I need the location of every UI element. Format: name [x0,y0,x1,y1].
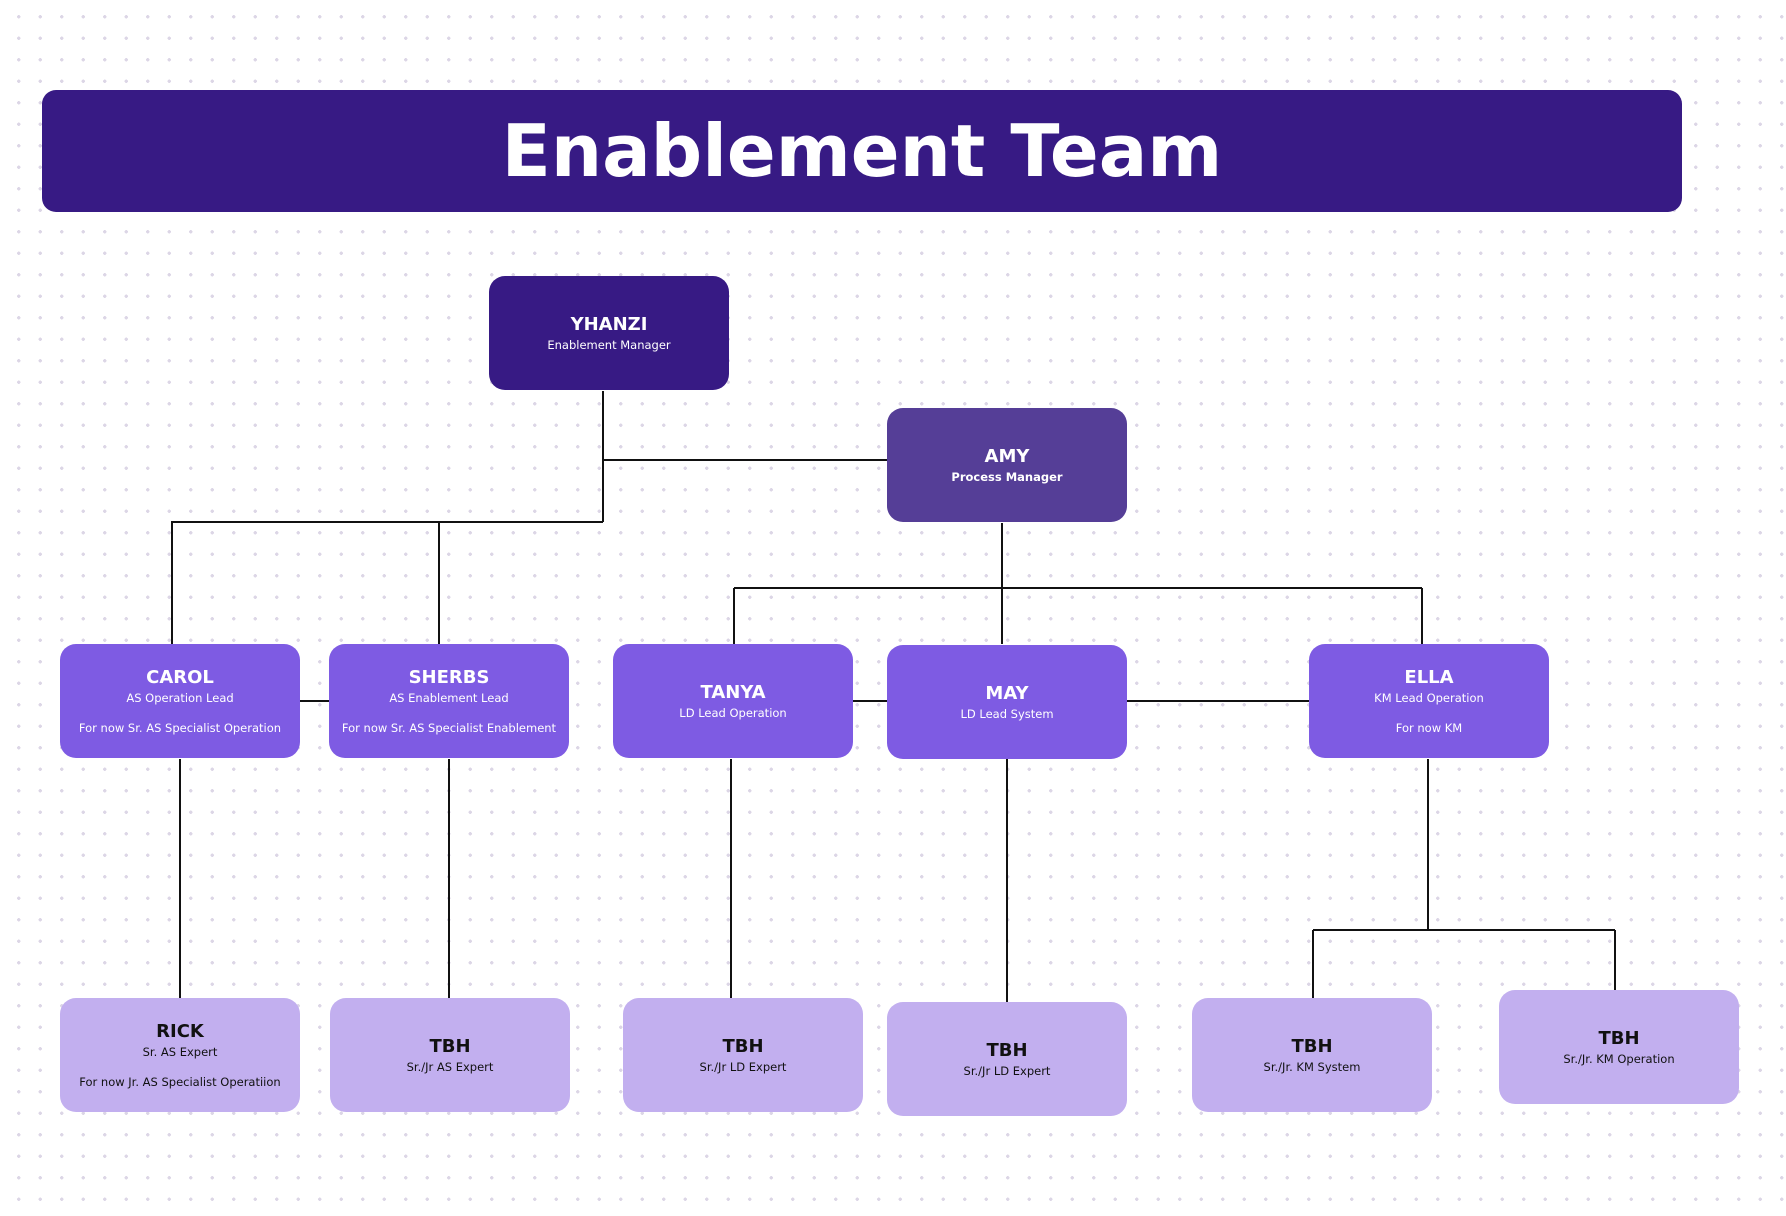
page-title: Enablement Team [501,109,1223,193]
node-ella: ELLA KM Lead Operation For now KM [1309,644,1549,758]
node-tbh-km-operation: TBH Sr./Jr. KM Operation [1499,990,1739,1104]
connector-yhanzi-as-leads [171,521,603,644]
node-name: TBH [1291,1035,1333,1057]
node-name: TBH [986,1039,1028,1061]
node-name: AMY [984,445,1030,467]
node-name: TANYA [700,681,766,703]
node-role: LD Lead Operation [679,705,787,720]
node-name: CAROL [146,666,214,688]
node-name: YHANZI [570,313,648,335]
node-role: Sr. AS Expert [142,1044,218,1059]
node-note: For now Sr. AS Specialist Operation [78,720,282,735]
node-name: TBH [1598,1027,1640,1049]
node-name: MAY [985,682,1029,704]
node-rick: RICK Sr. AS Expert For now Jr. AS Specia… [60,998,300,1112]
node-name: TBH [429,1035,471,1057]
node-tanya: TANYA LD Lead Operation [613,644,853,758]
node-yhanzi: YHANZI Enablement Manager [489,276,729,390]
node-role: Enablement Manager [547,337,671,352]
node-role: AS Operation Lead [126,690,234,705]
node-tbh-km-system: TBH Sr./Jr. KM System [1192,998,1432,1112]
node-tbh-ld-expert-may: TBH Sr./Jr LD Expert [887,1002,1127,1116]
node-name: SHERBS [408,666,490,688]
node-role: KM Lead Operation [1374,690,1484,705]
node-name: RICK [156,1020,204,1042]
node-tbh-as-expert: TBH Sr./Jr AS Expert [330,998,570,1112]
node-role: AS Enablement Lead [389,690,509,705]
node-tbh-ld-expert-tanya: TBH Sr./Jr LD Expert [623,998,863,1112]
node-carol: CAROL AS Operation Lead For now Sr. AS S… [60,644,300,758]
node-role: Sr./Jr AS Expert [406,1059,494,1074]
connector-ella-km-bus [1312,929,1616,998]
node-sherbs: SHERBS AS Enablement Lead For now Sr. AS… [329,644,569,758]
node-role: Sr./Jr LD Expert [963,1063,1051,1078]
connector-amy-bus [733,587,1423,644]
node-note: For now Sr. AS Specialist Enablement [341,720,557,735]
node-name: TBH [722,1035,764,1057]
title-banner: Enablement Team [42,90,1682,212]
node-name: ELLA [1404,666,1454,688]
node-role: Sr./Jr. KM Operation [1563,1051,1675,1066]
node-may: MAY LD Lead System [887,645,1127,759]
node-role: LD Lead System [960,706,1054,721]
node-role: Sr./Jr LD Expert [699,1059,787,1074]
node-note: For now KM [1395,720,1463,735]
node-amy: AMY Process Manager [887,408,1127,522]
node-role: Sr./Jr. KM System [1263,1059,1361,1074]
node-note: For now Jr. AS Specialist Operatiion [79,1074,281,1089]
node-role: Process Manager [951,469,1063,484]
